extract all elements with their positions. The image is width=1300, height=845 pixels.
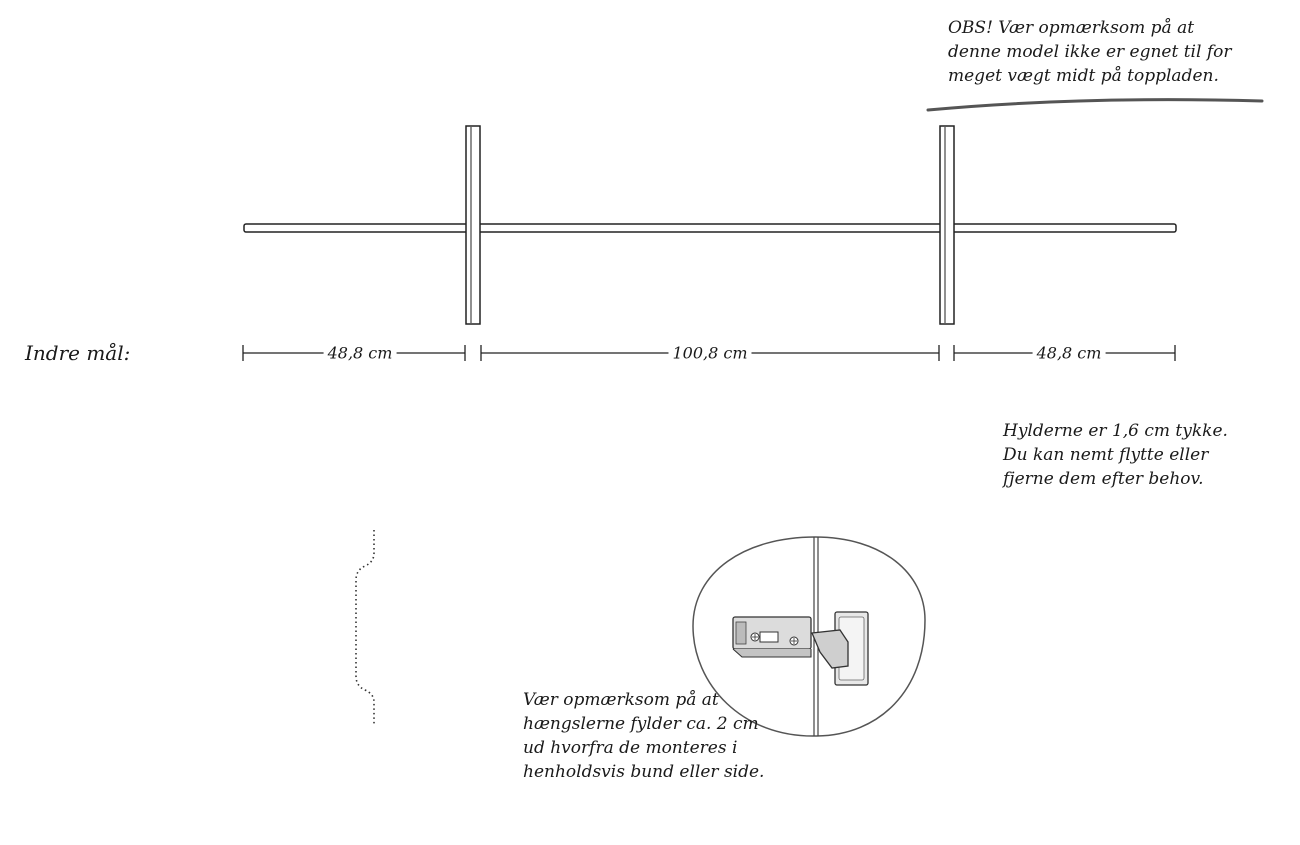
warning-note-line: OBS! Vær opmærksom på at [948,18,1195,38]
hinge-note-line: ud hvorfra de monteres i [523,738,738,758]
shelf-note: Hylderne er 1,6 cm tykke. Du kan nemt fl… [1003,419,1228,491]
warning-note: OBS! Vær opmærksom på at denne model ikk… [948,16,1232,88]
warning-note-line: meget vægt midt på toppladen. [948,66,1219,86]
dimension-label-middle: 100,8 cm [668,343,752,363]
shelf-note-line: Hylderne er 1,6 cm tykke. [1003,421,1228,441]
dimension-label-left: 48,8 cm [323,343,397,363]
hinge-note: Vær opmærksom på at hængslerne fylder ca… [523,688,764,784]
warning-underline [926,98,1264,112]
inner-dimensions-label: Indre mål: [25,341,131,365]
left-divider [465,125,481,325]
hinge-note-line: Vær opmærksom på at [523,690,719,710]
warning-note-line: denne model ikke er egnet til for [948,42,1232,62]
hinge-note-line: hængslerne fylder ca. 2 cm [523,714,759,734]
top-board [243,223,1177,233]
shelf-note-line: fjerne dem efter behov. [1003,469,1204,489]
right-divider [939,125,955,325]
hinge-icon [732,611,869,686]
shelf-note-line: Du kan nemt flytte eller [1003,445,1209,465]
door-profile-dotted [355,530,375,725]
hinge-note-line: henholdsvis bund eller side. [523,762,765,782]
hinge-detail-callout [692,536,926,737]
dimension-label-right: 48,8 cm [1032,343,1106,363]
